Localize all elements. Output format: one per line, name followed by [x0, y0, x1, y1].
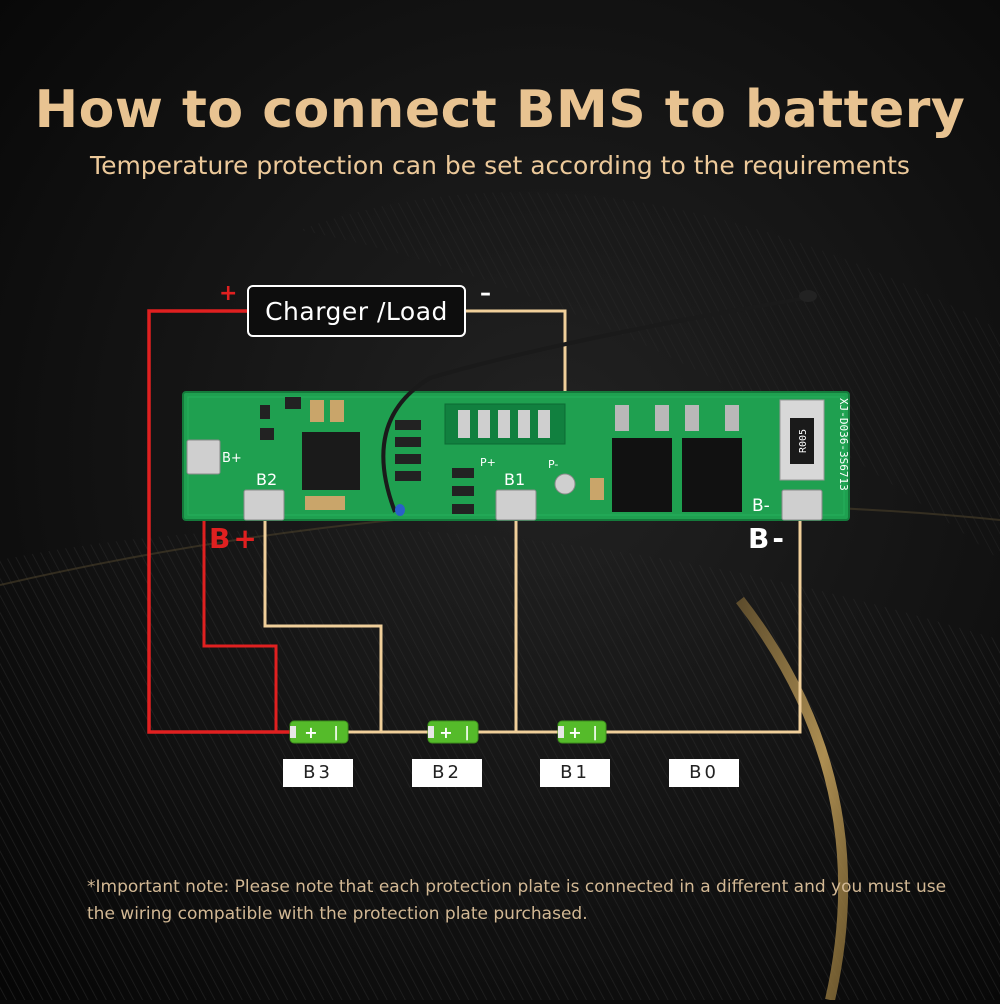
- cell-body: [557, 720, 607, 744]
- wire-charger-plus: [147, 309, 290, 734]
- mosfet-tab: [725, 405, 739, 431]
- shunt-resistor-core: [790, 418, 814, 464]
- background-texture-top: [300, 192, 1000, 560]
- cell-label-b0: B0: [669, 759, 739, 787]
- wire-b2: [263, 506, 383, 732]
- resistor-marking: R005: [798, 429, 809, 453]
- pad-b1: [495, 489, 537, 521]
- ic-chip: [302, 432, 360, 490]
- smd-resistor: [395, 454, 421, 464]
- smd-resistor: [452, 486, 474, 496]
- cell-terminal: [290, 726, 296, 738]
- cell-plus-symbol: +: [304, 723, 317, 742]
- pad-bplus: [186, 439, 221, 475]
- cell-body: [289, 720, 349, 744]
- cell-minus-symbol: |: [592, 725, 597, 741]
- cell-label-b1: B1: [540, 759, 610, 787]
- pad-bminus: [781, 489, 823, 521]
- smd-component: [285, 397, 301, 409]
- silk-bplus: B+: [222, 451, 242, 466]
- bms-board: B+ B2 B1 P- P+ B- XJ-D036-3S6713: [182, 391, 850, 521]
- thermistor-wire: [381, 296, 807, 513]
- silk-b2: B2: [256, 470, 277, 489]
- cell-body: [427, 720, 479, 744]
- pad-b2: [243, 489, 285, 521]
- battery-cell-b3: + |: [289, 720, 349, 744]
- connector-pin: [518, 410, 530, 438]
- battery-cell-b1: + |: [557, 720, 607, 744]
- cell-plus-symbol: +: [439, 723, 452, 742]
- mosfet-tab: [615, 405, 629, 431]
- bplus-label: B+: [209, 522, 260, 555]
- charger-load-label: Charger /Load: [247, 285, 466, 337]
- smd-capacitor: [310, 400, 324, 422]
- smd-resistor: [395, 437, 421, 447]
- wire-bminus: [606, 506, 802, 734]
- smd-resistor: [395, 471, 421, 481]
- pad-p-minus: [554, 473, 576, 495]
- mosfet-t1: [682, 438, 742, 512]
- charger-plus-sign: +: [219, 281, 238, 306]
- silk-b1: B1: [504, 470, 525, 489]
- cell-minus-symbol: |: [333, 725, 338, 741]
- page-title: How to connect BMS to battery: [34, 80, 966, 140]
- silk-model: XJ-D036-3S6713: [837, 398, 850, 491]
- thermistor-probe: [799, 290, 817, 302]
- mosfet-tab: [655, 405, 669, 431]
- battery-cell-b2: + |: [427, 720, 479, 744]
- cell-label-b2: B2: [412, 759, 482, 787]
- smd-capacitor: [330, 400, 344, 422]
- cell-label-b3: B3: [283, 759, 353, 787]
- charger-minus-sign: –: [480, 281, 491, 306]
- important-note: *Important note: Please note that each p…: [87, 877, 947, 924]
- smd-diode: [260, 405, 270, 419]
- cell-terminal: [558, 726, 564, 738]
- smd-resistor: [452, 504, 474, 514]
- cell-terminal: [428, 726, 434, 738]
- connector-pin: [498, 410, 510, 438]
- gold-arc-decoration: [736, 596, 849, 1002]
- silk-p-plus: P+: [480, 456, 496, 469]
- smd-capacitor: [590, 478, 604, 500]
- smd-capacitor: [305, 496, 345, 510]
- cell-minus-symbol: |: [464, 725, 469, 741]
- connector-pin: [538, 410, 550, 438]
- connector-pin: [478, 410, 490, 438]
- cell-plus-symbol: +: [568, 723, 581, 742]
- thermistor-joint: [395, 504, 405, 516]
- wire-bplus-to-b3: [202, 470, 278, 732]
- bminus-label: B-: [748, 522, 787, 555]
- smd-resistor: [395, 420, 421, 430]
- mosfet-t2: [612, 438, 672, 512]
- connector-pin: [458, 410, 470, 438]
- silk-p-minus: P-: [548, 458, 558, 471]
- smd-component: [260, 428, 274, 440]
- smd-resistor: [452, 468, 474, 478]
- mosfet-tab: [685, 405, 699, 431]
- silk-bminus: B-: [752, 496, 770, 516]
- page-subtitle: Temperature protection can be set accord…: [90, 151, 910, 180]
